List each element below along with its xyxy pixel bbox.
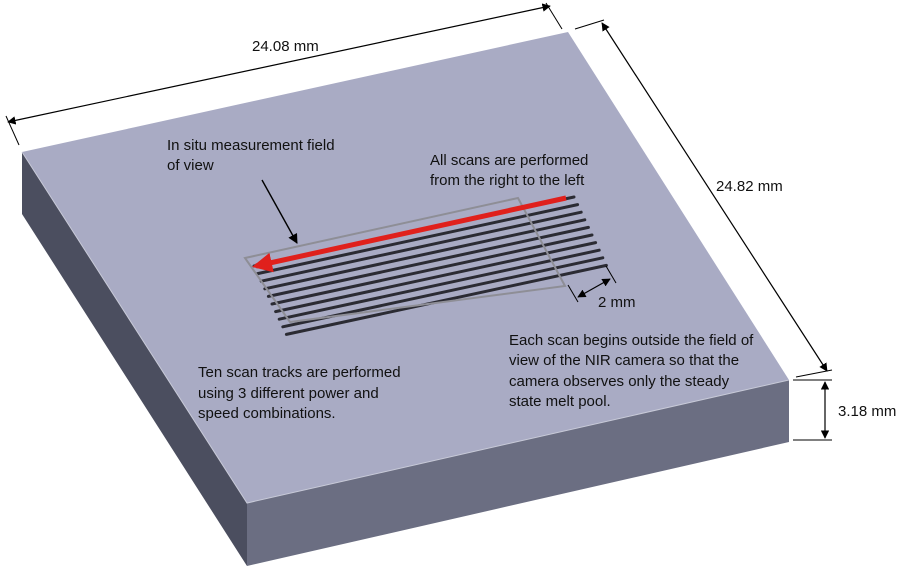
scan-direction-line-2: from the right to the left	[430, 172, 585, 189]
depth-label: 24.82 mm	[716, 178, 783, 195]
depth-ext-top	[574, 19, 605, 30]
fov-pointer-arrow	[261, 179, 298, 244]
height-label: 3.18 mm	[838, 403, 896, 420]
plate-left-face	[22, 152, 247, 566]
scan-direction-line-1: All scans are performed	[430, 152, 588, 169]
fov-title-line-1: In situ measurement field	[167, 137, 335, 154]
track-spacing-ext-1	[567, 284, 579, 303]
scan-track-3	[259, 210, 583, 283]
camera-note-line-2: view of the NIR camera so that the	[509, 352, 739, 369]
tracks-note-line-2: using 3 different power and	[198, 385, 379, 402]
scan-track-10	[284, 263, 608, 336]
track-spacing-label: 2 mm	[598, 294, 636, 311]
field-of-view-box	[243, 196, 567, 324]
scan-track-7	[274, 241, 598, 314]
plate-edge-highlight	[21, 151, 790, 504]
scan-track-5	[266, 225, 590, 298]
width-label: 24.08 mm	[252, 38, 319, 55]
camera-note-line-3: camera observes only the steady	[509, 373, 730, 390]
scan-track-6	[270, 233, 594, 306]
plate-front-face	[247, 380, 789, 566]
scan-direction-arrow	[252, 195, 567, 273]
camera-note-line-4: state melt pool.	[509, 393, 611, 410]
width-dimension-line	[7, 3, 551, 125]
fov-title-line-2: of view	[167, 157, 214, 174]
scan-track-8	[277, 248, 601, 321]
scan-track-4	[263, 218, 587, 291]
tracks-note-line-1: Ten scan tracks are performed	[198, 364, 401, 381]
depth-dimension-line	[601, 22, 828, 372]
camera-note-line-1: Each scan begins outside the field of	[509, 332, 754, 349]
tracks-note-line-3: speed combinations.	[198, 405, 336, 422]
scan-track-2	[256, 203, 580, 276]
